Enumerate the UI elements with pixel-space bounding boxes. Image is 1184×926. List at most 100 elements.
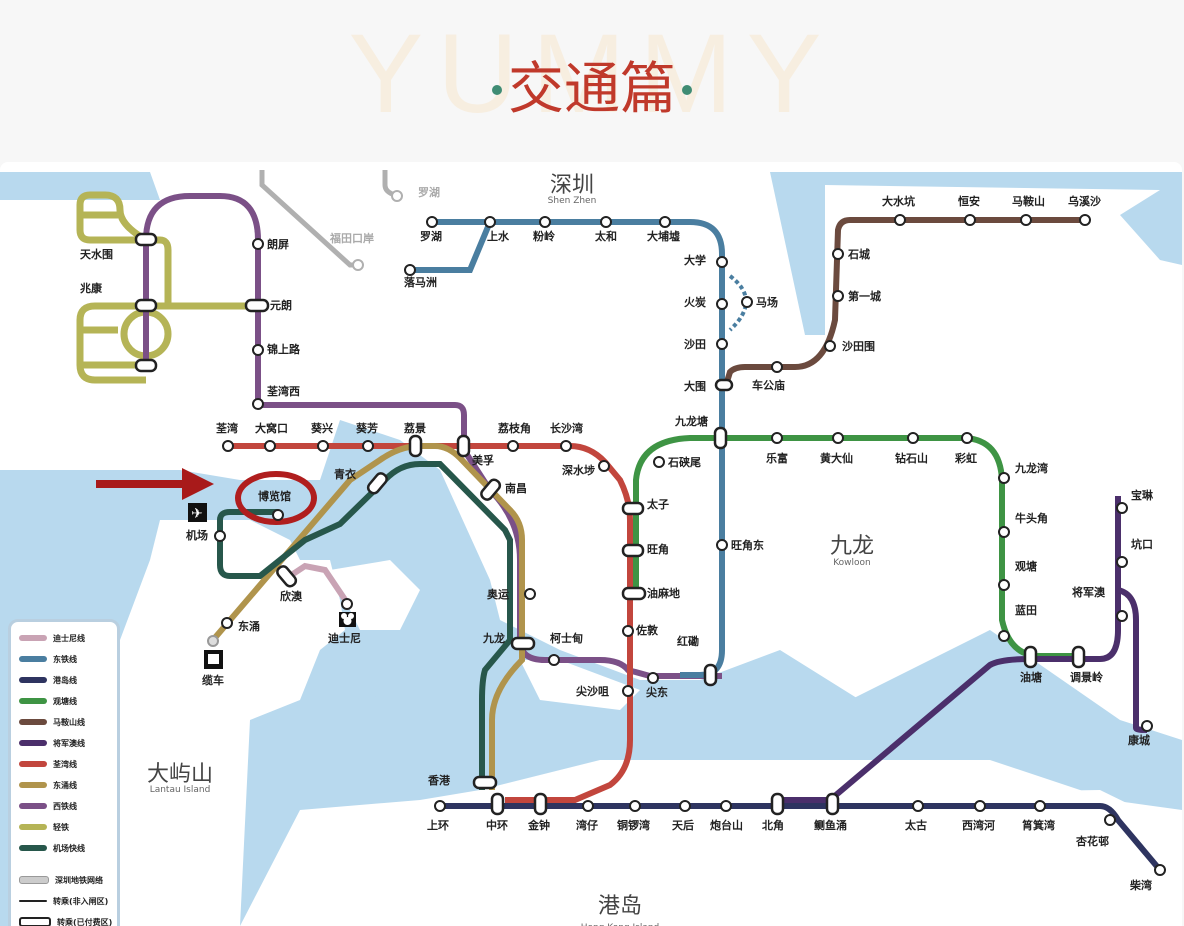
- tung-chung-line: [210, 443, 525, 790]
- svg-text:上水: 上水: [487, 229, 510, 243]
- svg-text:太子: 太子: [646, 497, 669, 511]
- svg-text:油麻地: 油麻地: [647, 586, 680, 600]
- legend-item: 荃湾线: [19, 756, 77, 772]
- svg-text:葵兴: 葵兴: [310, 421, 333, 435]
- svg-text:马鞍山: 马鞍山: [1012, 194, 1045, 208]
- svg-text:火炭: 火炭: [684, 295, 706, 309]
- svg-text:车公庙: 车公庙: [752, 378, 785, 392]
- svg-text:恒安: 恒安: [958, 194, 980, 208]
- interchange-markers: [134, 232, 1086, 816]
- svg-text:天后: 天后: [672, 818, 694, 832]
- svg-text:乌溪沙: 乌溪沙: [1068, 194, 1101, 208]
- svg-text:旺角东: 旺角东: [731, 538, 764, 552]
- interchange-swatch: [19, 900, 47, 902]
- svg-text:太古: 太古: [904, 818, 927, 832]
- legend-item: 深圳地铁网络: [19, 872, 103, 888]
- dot-icon: [492, 85, 502, 95]
- interchange-paid-swatch: [19, 917, 51, 926]
- legend-label: 迪士尼线: [53, 633, 85, 643]
- svg-text:金钟: 金钟: [527, 818, 550, 832]
- map-legend: 迪士尼线 东铁线 港岛线 观塘线 马鞍山线 将军澳线 荃湾线 东涌线 西铁线 轻…: [8, 619, 120, 926]
- legend-item: 机场快线: [19, 840, 85, 856]
- page-title: 交通篇: [508, 57, 676, 122]
- legend-item: 转乘(已付费区): [19, 914, 112, 926]
- region-lantau: 大屿山: [147, 762, 213, 787]
- legend-item: 将军澳线: [19, 735, 85, 751]
- svg-text:奥运: 奥运: [486, 587, 509, 601]
- svg-text:美孚: 美孚: [472, 453, 494, 467]
- svg-text:铜锣湾: 铜锣湾: [616, 818, 650, 832]
- svg-text:大埔墟: 大埔墟: [647, 229, 680, 243]
- legend-item: 马鞍山线: [19, 714, 85, 730]
- svg-text:香港: 香港: [427, 773, 451, 787]
- svg-text:九龙塘: 九龙塘: [674, 414, 708, 428]
- line-swatch: [19, 740, 47, 746]
- legend-label: 观塘线: [53, 696, 77, 706]
- svg-text:钻石山: 钻石山: [895, 451, 928, 465]
- svg-text:南昌: 南昌: [505, 481, 527, 495]
- mtr-map: ✈ 深圳 Shen Zhen 九龙 Kowloon 大屿山 Lantau Isl…: [0, 162, 1182, 926]
- svg-text:兆康: 兆康: [80, 281, 103, 295]
- light-rail-line: [76, 191, 255, 384]
- svg-text:元朗: 元朗: [270, 298, 292, 312]
- legend-item: 东铁线: [19, 651, 77, 667]
- svg-text:沙田: 沙田: [684, 338, 706, 351]
- svg-text:尖东: 尖东: [646, 685, 668, 699]
- svg-text:宝琳: 宝琳: [1131, 488, 1154, 502]
- legend-item: 港岛线: [19, 672, 77, 688]
- svg-text:荔景: 荔景: [403, 421, 426, 435]
- region-shenzhen-en: Shen Zhen: [548, 196, 597, 206]
- station-lo-wu-sz[interactable]: [391, 190, 403, 202]
- svg-text:观塘: 观塘: [1015, 559, 1037, 573]
- svg-text:尖沙咀: 尖沙咀: [576, 684, 609, 698]
- line-swatch: [19, 824, 47, 830]
- svg-text:迪士尼: 迪士尼: [328, 631, 361, 645]
- svg-text:鲗鱼涌: 鲗鱼涌: [814, 818, 847, 832]
- svg-text:调景岭: 调景岭: [1070, 670, 1103, 684]
- svg-text:湾仔: 湾仔: [576, 818, 598, 832]
- legend-item: 轻铁: [19, 819, 69, 835]
- legend-label: 将军澳线: [53, 738, 85, 748]
- svg-text:牛头角: 牛头角: [1015, 511, 1048, 525]
- legend-item: 迪士尼线: [19, 630, 85, 646]
- legend-item: 观塘线: [19, 693, 77, 709]
- svg-text:乐富: 乐富: [766, 451, 788, 465]
- svg-text:欣澳: 欣澳: [280, 589, 303, 603]
- legend-label: 马鞍山线: [53, 717, 85, 727]
- region-kowloon-en: Kowloon: [833, 558, 871, 568]
- svg-text:马场: 马场: [756, 295, 778, 309]
- line-swatch: [19, 803, 47, 809]
- west-rail-line: [143, 193, 722, 679]
- svg-text:太和: 太和: [594, 229, 617, 243]
- svg-text:黄大仙: 黄大仙: [820, 451, 853, 465]
- svg-text:长沙湾: 长沙湾: [550, 421, 583, 435]
- region-lantau-en: Lantau Island: [150, 785, 211, 795]
- tilted-interchanges: [276, 472, 502, 588]
- svg-text:中环: 中环: [486, 818, 508, 832]
- line-swatch: [19, 635, 47, 641]
- legend-label: 转乘(非入闸区): [53, 896, 109, 906]
- svg-text:青衣: 青衣: [334, 467, 357, 481]
- svg-text:深水埗: 深水埗: [562, 463, 595, 477]
- svg-text:彩虹: 彩虹: [954, 451, 977, 465]
- line-swatch: [19, 677, 47, 683]
- station-labels: 天水围 兆康 朗屏 元朗 锦上路 荃湾西 福田口岸 罗湖 罗湖 上水 粉岭 太和…: [80, 185, 1154, 892]
- legend-label: 荃湾线: [53, 759, 77, 769]
- highlight-circle: [235, 471, 317, 525]
- svg-text:红磡: 红磡: [677, 634, 699, 648]
- svg-text:天水围: 天水围: [80, 247, 113, 261]
- legend-label: 深圳地铁网络: [55, 875, 103, 885]
- svg-text:九龙: 九龙: [482, 631, 505, 645]
- svg-text:大窝口: 大窝口: [255, 421, 288, 435]
- svg-text:朗屏: 朗屏: [267, 237, 289, 251]
- cable-car-station: [207, 635, 219, 647]
- svg-text:第一城: 第一城: [848, 289, 881, 303]
- station-futian[interactable]: [352, 259, 364, 271]
- svg-text:荃湾: 荃湾: [216, 421, 238, 435]
- svg-text:罗湖: 罗湖: [418, 185, 440, 199]
- header: YUMMY 交通篇: [0, 0, 1184, 160]
- svg-text:石硖尾: 石硖尾: [667, 455, 701, 469]
- svg-text:✈: ✈: [191, 506, 203, 522]
- svg-text:沙田围: 沙田围: [842, 340, 875, 353]
- title-row: 交通篇: [0, 58, 1184, 122]
